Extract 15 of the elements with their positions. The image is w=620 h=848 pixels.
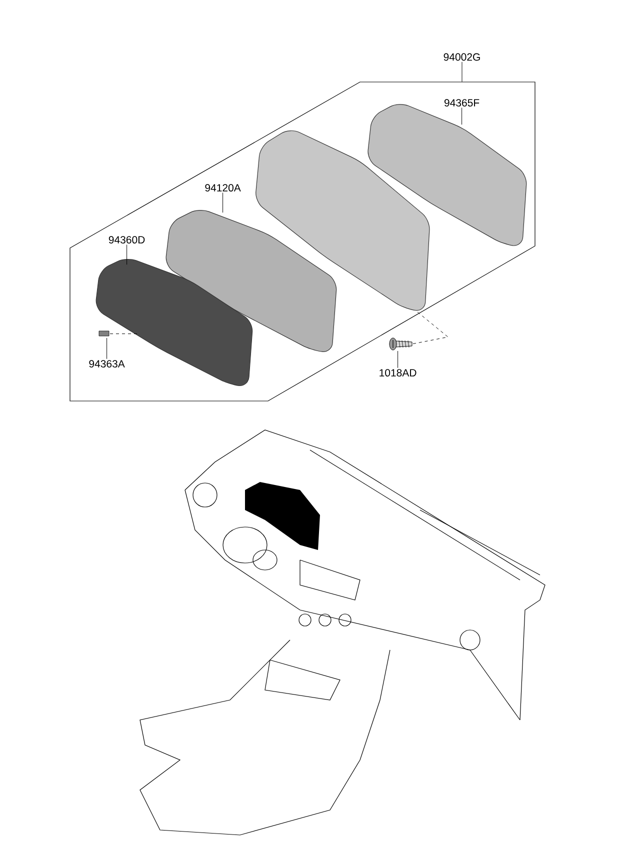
screw-drawing — [389, 338, 412, 350]
part-number: 1018AD — [380, 369, 416, 377]
leader-line — [106, 338, 108, 360]
leader-line — [126, 244, 128, 265]
cluster-drawing — [256, 130, 430, 311]
bezel-drawing — [166, 210, 337, 352]
part-number: 94363A — [89, 360, 125, 368]
part-number: 94360D — [108, 236, 145, 244]
part-number: 94120A — [205, 184, 241, 192]
leader-line — [222, 192, 224, 213]
clip-drawing — [98, 330, 110, 336]
frame-outline — [70, 82, 536, 402]
assembly-line — [412, 310, 448, 344]
part-number: 94365F — [444, 99, 480, 107]
part-number: 94002G — [444, 53, 480, 61]
